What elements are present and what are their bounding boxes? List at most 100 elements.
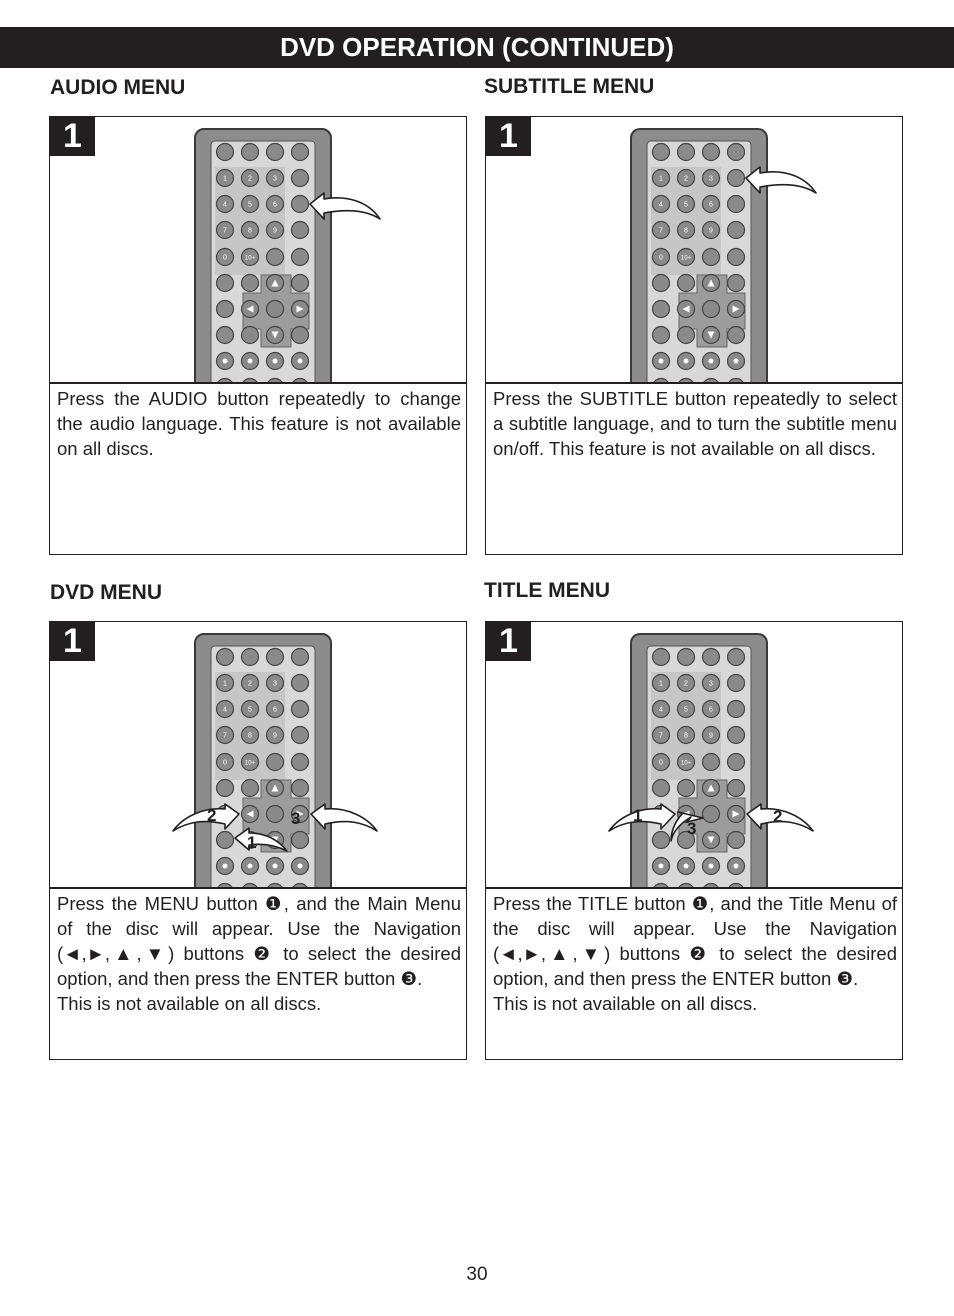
svg-text:2: 2	[248, 176, 252, 183]
remote-button	[726, 273, 746, 293]
svg-text:5: 5	[684, 707, 688, 714]
number-key-8: 8	[240, 725, 260, 745]
remote-button	[265, 647, 285, 667]
number-key-6: 6	[265, 699, 285, 719]
pointer-arrow-icon	[234, 827, 288, 852]
svg-text:6: 6	[709, 707, 713, 714]
callout-2: 2	[773, 807, 782, 826]
number-key-7: 7	[215, 220, 235, 240]
svg-text:1: 1	[659, 176, 663, 183]
svg-text:3: 3	[709, 176, 713, 183]
section-title-audio-menu: AUDIO MENU	[50, 76, 186, 99]
remote-button	[266, 882, 284, 888]
svg-text:5: 5	[684, 202, 688, 209]
remote-button	[240, 273, 260, 293]
number-key-0: 0	[215, 247, 235, 267]
divider	[486, 382, 902, 384]
number-key-3: 3	[701, 168, 721, 188]
callout-3: 3	[687, 819, 696, 838]
remote-button	[651, 142, 671, 162]
remote-button	[701, 647, 721, 667]
divider	[50, 382, 466, 384]
svg-text:4: 4	[659, 202, 663, 209]
number-key-0: 0	[215, 752, 235, 772]
svg-text:0: 0	[223, 255, 227, 262]
remote-button	[290, 725, 310, 745]
remote-button	[290, 752, 310, 772]
remote-button	[265, 752, 285, 772]
svg-text:6: 6	[709, 202, 713, 209]
remote-button	[676, 830, 696, 850]
remote-button	[215, 830, 235, 850]
number-key-8: 8	[676, 725, 696, 745]
remote-button	[676, 778, 696, 798]
remote-button	[726, 725, 746, 745]
svg-text:9: 9	[273, 228, 277, 235]
number-key-4: 4	[651, 194, 671, 214]
remote-button	[701, 142, 721, 162]
section-title-title-menu: TITLE MENU	[484, 579, 610, 602]
svg-text:9: 9	[709, 733, 713, 740]
callout-1: 1	[247, 833, 256, 852]
remote-button	[677, 882, 695, 888]
remote-button	[215, 647, 235, 667]
remote-button	[240, 325, 260, 345]
description: Press the MENU button ❶, and the Main Me…	[57, 891, 461, 1016]
svg-text:7: 7	[223, 228, 227, 235]
svg-text:4: 4	[223, 707, 227, 714]
description-text: Press the SUBTITLE button repeatedly to …	[493, 388, 897, 459]
remote-button	[651, 299, 671, 319]
remote-button	[216, 882, 234, 888]
section-title-subtitle-menu: SUBTITLE MENU	[484, 75, 655, 98]
availability-note: This is not available on all discs.	[57, 993, 322, 1014]
description: Press the AUDIO button repeatedly to cha…	[57, 386, 461, 461]
svg-text:3: 3	[273, 176, 277, 183]
number-key-2: 2	[240, 673, 260, 693]
svg-text:3: 3	[273, 681, 277, 688]
number-key-0: 0	[651, 247, 671, 267]
remote-button	[291, 377, 309, 383]
remote-button	[216, 377, 234, 383]
number-key-10+: 10+	[676, 247, 696, 267]
svg-text:0: 0	[659, 760, 663, 767]
description-text: Press the MENU button ❶, and the Main Me…	[57, 893, 461, 989]
number-key-6: 6	[265, 194, 285, 214]
svg-text:10+: 10+	[245, 761, 256, 767]
remote-button	[266, 377, 284, 383]
svg-text:7: 7	[659, 228, 663, 235]
svg-text:10+: 10+	[681, 761, 692, 767]
section-title-dvd-menu: DVD MENU	[50, 581, 163, 604]
remote-button	[651, 325, 671, 345]
remote-button	[726, 699, 746, 719]
remote-button	[726, 168, 746, 188]
remote-button	[215, 325, 235, 345]
description: Press the TITLE button ❶, and the Title …	[493, 891, 897, 1016]
remote-button	[726, 325, 746, 345]
page-number: 30	[466, 1264, 488, 1285]
remote-button	[701, 247, 721, 267]
number-key-6: 6	[701, 194, 721, 214]
remote-button	[290, 142, 310, 162]
svg-text:1: 1	[223, 176, 227, 183]
remote-button	[291, 882, 309, 888]
svg-text:7: 7	[223, 733, 227, 740]
callout-2: 2	[207, 806, 216, 825]
number-key-1: 1	[651, 673, 671, 693]
number-key-5: 5	[676, 194, 696, 214]
remote-button	[677, 377, 695, 383]
remote-button	[215, 299, 235, 319]
number-key-1: 1	[651, 168, 671, 188]
remote-button	[727, 882, 745, 888]
remote-button	[215, 778, 235, 798]
number-key-2: 2	[676, 168, 696, 188]
number-key-10+: 10+	[240, 752, 260, 772]
svg-text:2: 2	[684, 176, 688, 183]
number-key-4: 4	[651, 699, 671, 719]
